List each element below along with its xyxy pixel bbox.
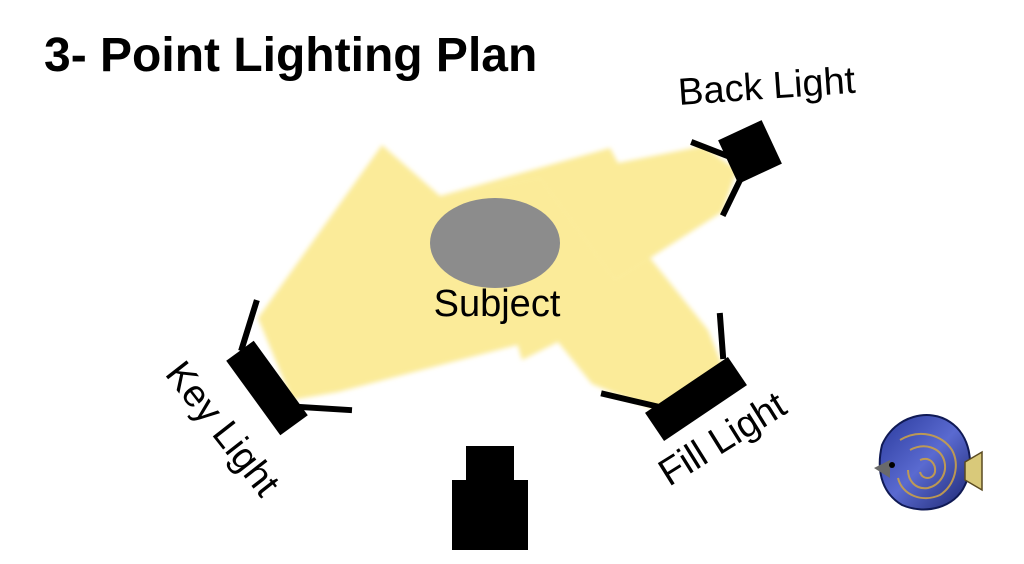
subject-label: Subject — [434, 283, 561, 325]
fill-light-beam — [500, 258, 725, 412]
back-light-fixture — [690, 120, 782, 218]
fill-light-fixture — [600, 312, 747, 442]
back-light-beam — [440, 146, 737, 280]
subject-ellipse — [430, 198, 560, 288]
angelfish-logo — [874, 414, 983, 511]
camera-icon — [452, 446, 528, 550]
key-light-fixture — [226, 299, 353, 436]
page-title: 3- Point Lighting Plan — [44, 29, 538, 82]
back-light-label: Back Light — [677, 60, 857, 114]
